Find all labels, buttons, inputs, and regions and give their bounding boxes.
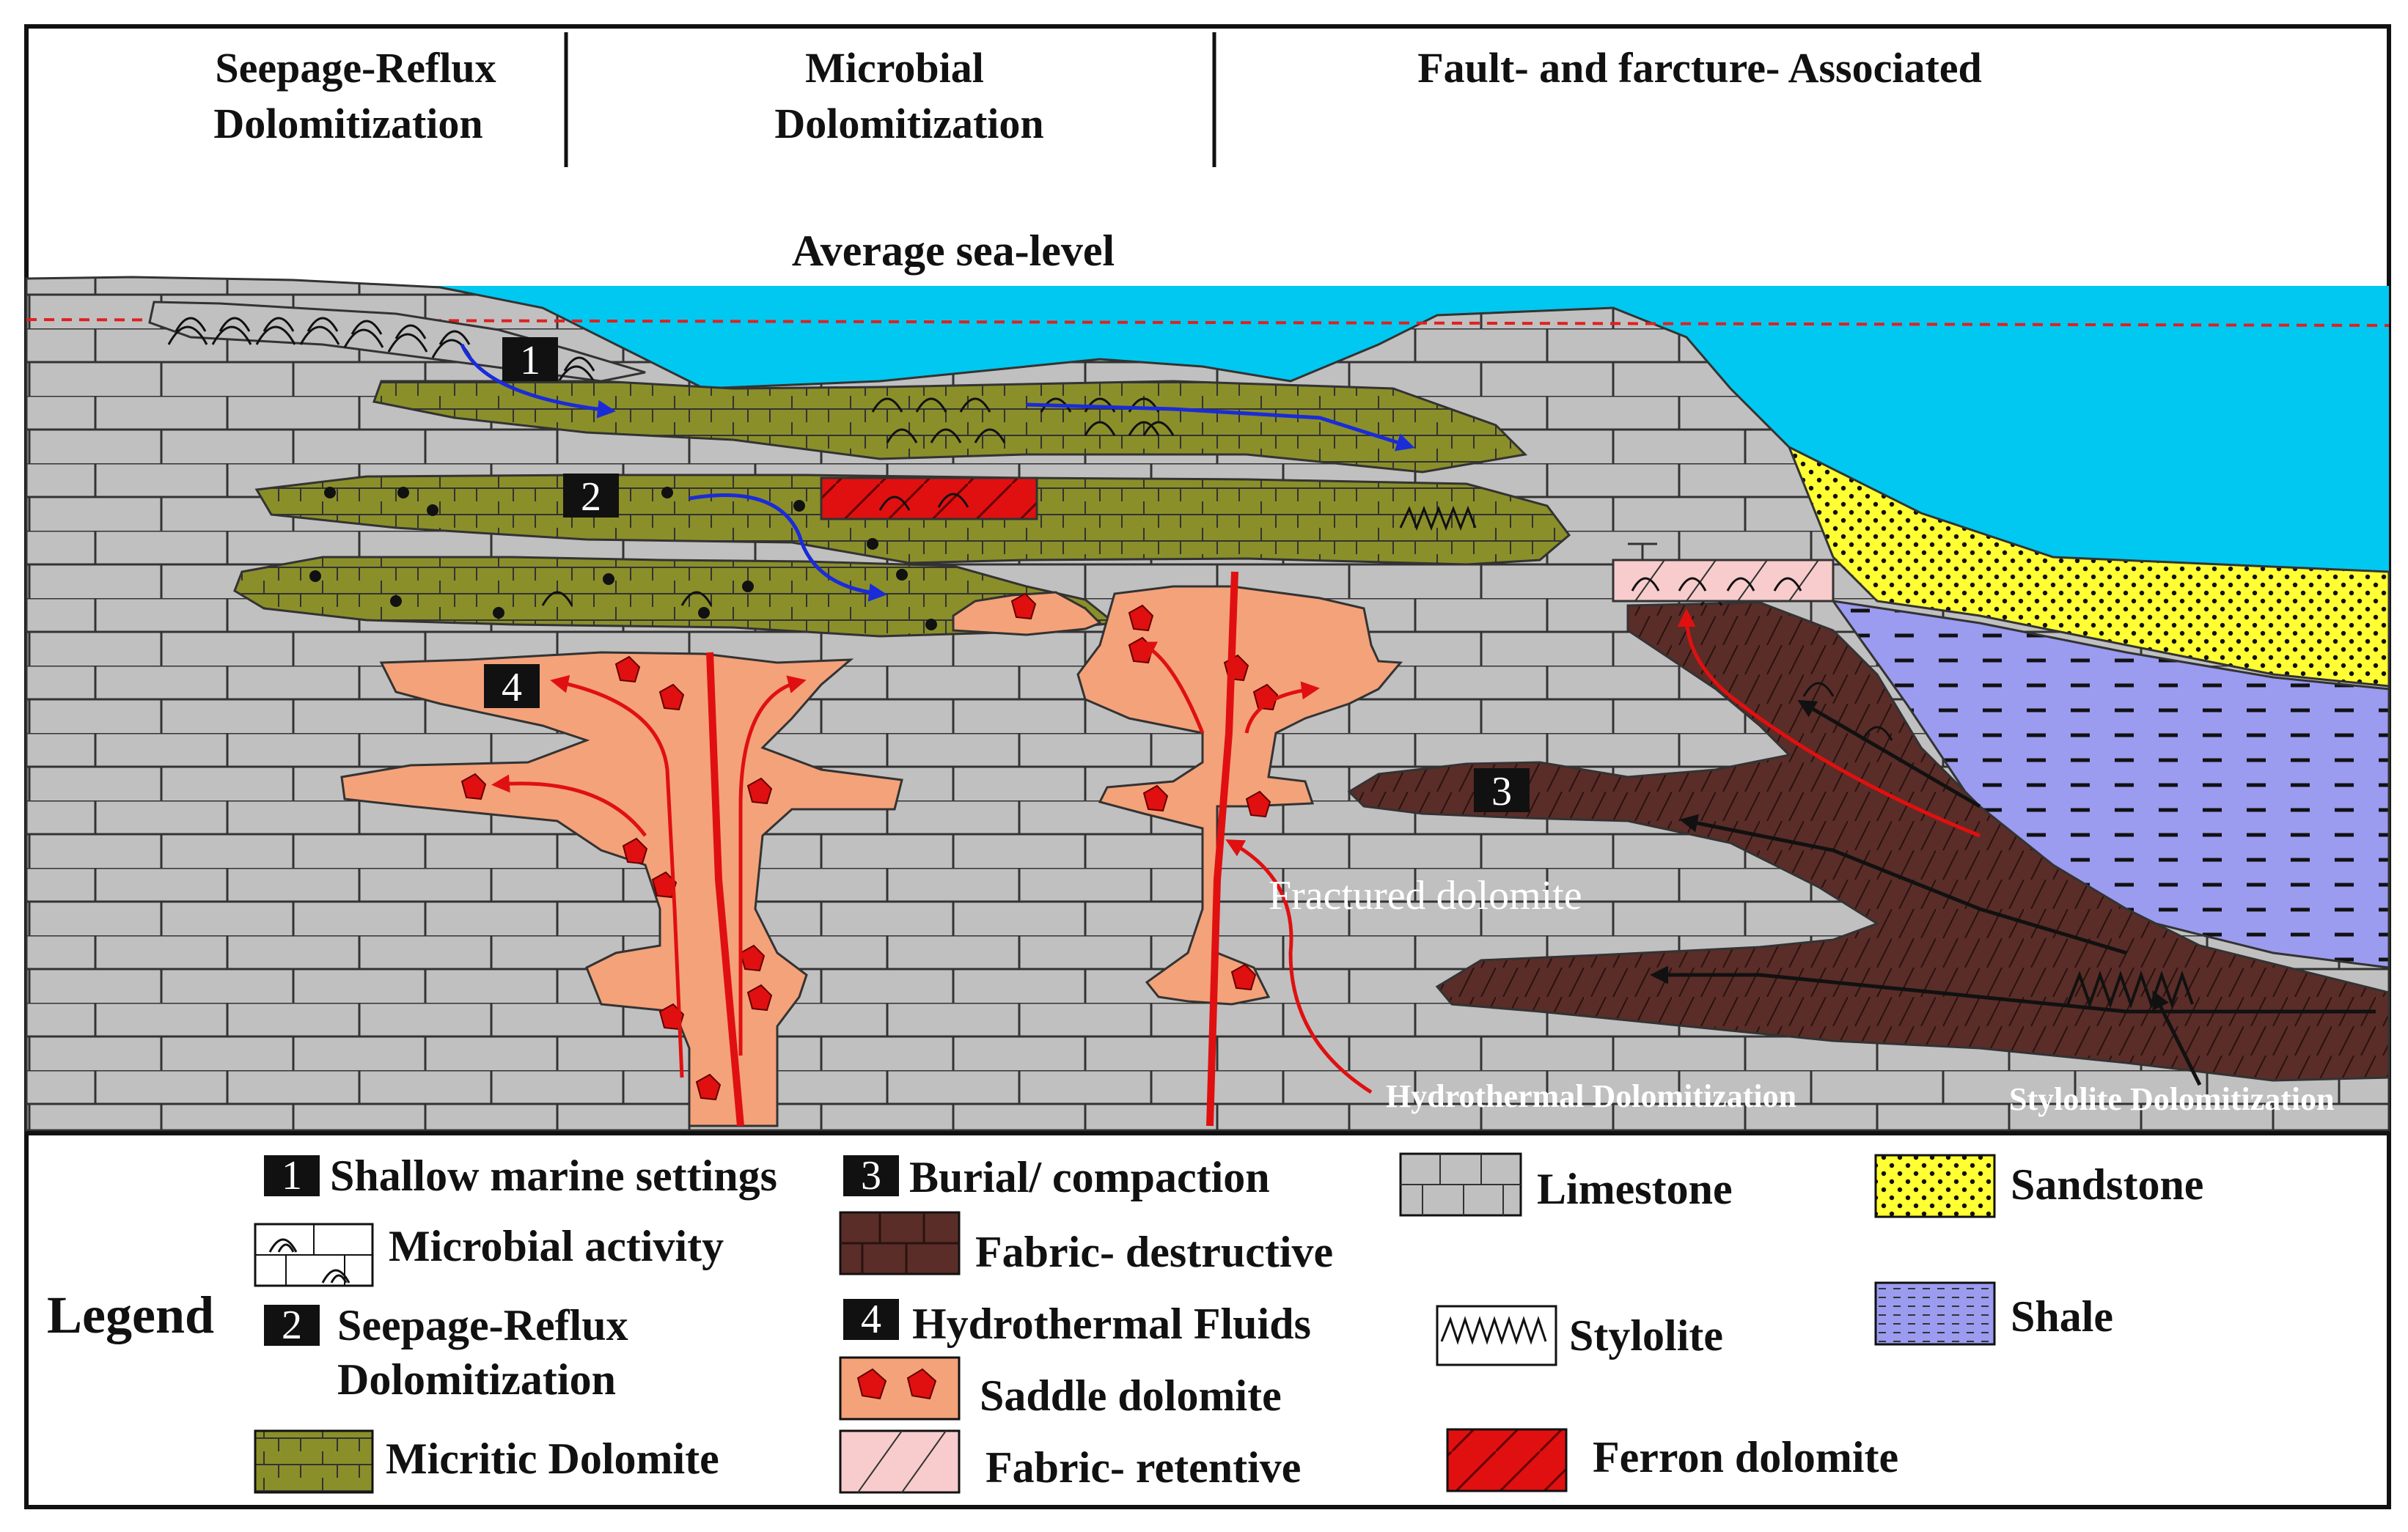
- svg-text:4: 4: [861, 1297, 881, 1342]
- svg-text:Burial/ compaction: Burial/ compaction: [909, 1153, 1270, 1201]
- svg-text:Ferron dolomite: Ferron dolomite: [1593, 1433, 1898, 1481]
- svg-text:2: 2: [581, 474, 601, 520]
- svg-text:Seepage-Reflux: Seepage-Reflux: [337, 1301, 628, 1349]
- svg-text:Shale: Shale: [2011, 1292, 2113, 1341]
- svg-text:2: 2: [282, 1303, 302, 1348]
- fractured-dolomite-label: Fractured dolomite: [1269, 873, 1582, 918]
- hydrothermal-dolomitization-label: Hydrothermal Dolomitization: [1386, 1078, 1796, 1114]
- svg-text:Limestone: Limestone: [1537, 1165, 1733, 1213]
- svg-text:Stylolite: Stylolite: [1569, 1311, 1723, 1360]
- svg-text:Sandstone: Sandstone: [2011, 1160, 2203, 1209]
- marker-3: 3: [1474, 768, 1530, 814]
- legend-item-stylolite: Stylolite: [1437, 1306, 1723, 1365]
- legend-item-fabric-retentive: Fabric- retentive: [840, 1431, 1301, 1492]
- svg-text:3: 3: [1491, 769, 1512, 814]
- legend-item-seepage: 2 Seepage-Reflux Dolomitization: [264, 1301, 628, 1404]
- marker-4: 4: [484, 664, 540, 710]
- header-fault-associated: Fault- and farcture- Associated: [1417, 44, 1982, 92]
- legend-item-limestone: Limestone: [1401, 1154, 1733, 1215]
- header: Seepage-Reflux Dolomitization Microbial …: [213, 32, 1981, 167]
- svg-text:Fabric- retentive: Fabric- retentive: [985, 1443, 1301, 1492]
- marker-2: 2: [563, 474, 619, 520]
- header-seepage-line1: Seepage-Reflux: [215, 44, 496, 92]
- svg-text:Hydrothermal Fluids: Hydrothermal Fluids: [912, 1300, 1311, 1348]
- svg-text:3: 3: [861, 1153, 881, 1198]
- legend-item-shallow-marine: 1 Shallow marine settings: [264, 1152, 777, 1200]
- legend-item-micritic: Micritic Dolomite: [255, 1431, 719, 1492]
- legend-item-saddle: Saddle dolomite: [840, 1358, 1282, 1420]
- legend-item-shale: Shale: [1876, 1283, 2113, 1344]
- legend-item-ferron: Ferron dolomite: [1447, 1429, 1898, 1491]
- stylolite-dolomitization-label: Stylolite Dolomitization: [2009, 1081, 2335, 1117]
- legend-item-microbial: Microbial activity: [255, 1222, 724, 1286]
- legend-item-burial: 3 Burial/ compaction: [843, 1153, 1270, 1201]
- svg-text:Shallow marine settings: Shallow marine settings: [330, 1152, 777, 1200]
- legend-item-hydrothermal: 4 Hydrothermal Fluids: [843, 1297, 1311, 1348]
- cross-section: 1 2 3 4 Fractured dolomite Hydrothermal …: [26, 277, 2389, 1130]
- svg-text:Microbial activity: Microbial activity: [389, 1222, 724, 1270]
- legend-title: Legend: [47, 1286, 214, 1344]
- svg-text:1: 1: [282, 1153, 302, 1198]
- svg-text:4: 4: [502, 665, 522, 710]
- header-seepage-line2: Dolomitization: [213, 100, 482, 147]
- svg-text:Dolomitization: Dolomitization: [337, 1355, 616, 1404]
- ferron-dolomite-block: [821, 478, 1037, 519]
- svg-text:Saddle dolomite: Saddle dolomite: [980, 1371, 1282, 1420]
- legend: Legend 1 Shallow marine settings Microbi…: [47, 1152, 2203, 1492]
- svg-text:Fabric- destructive: Fabric- destructive: [975, 1228, 1333, 1276]
- legend-item-fabric-destructive: Fabric- destructive: [840, 1212, 1333, 1276]
- legend-item-sandstone: Sandstone: [1876, 1155, 2203, 1217]
- header-microbial-line1: Microbial: [805, 44, 984, 92]
- svg-text:Micritic Dolomite: Micritic Dolomite: [386, 1435, 719, 1483]
- header-microbial-line2: Dolomitization: [774, 100, 1043, 147]
- sea-level-label: Average sea-level: [792, 227, 1115, 275]
- svg-text:1: 1: [520, 338, 540, 383]
- marker-1: 1: [502, 337, 558, 383]
